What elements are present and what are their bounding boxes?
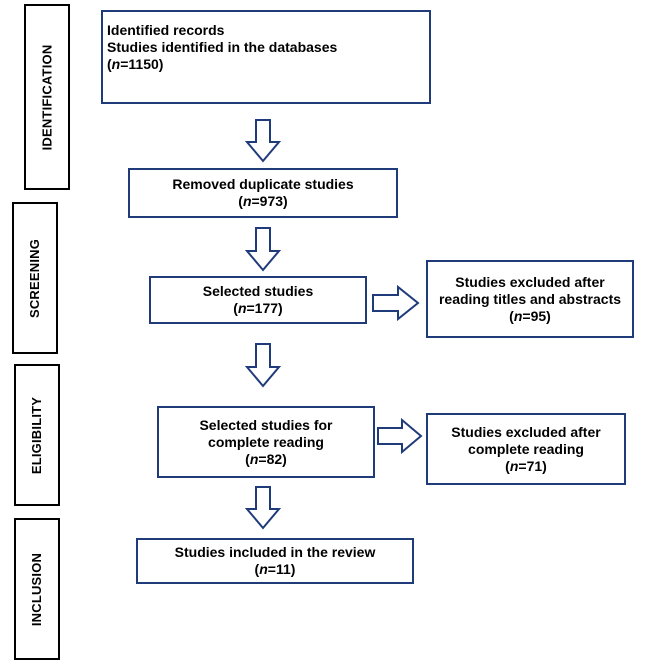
box-excluded-complete-reading: Studies excluded after complete reading … xyxy=(426,413,626,485)
excluded-complete-line1: Studies excluded after xyxy=(451,423,601,440)
selected-n-value: =177 xyxy=(246,300,279,316)
excluded-titles-n: n xyxy=(513,307,523,324)
included-title: Studies included in the review xyxy=(174,544,376,560)
box-selected-studies: Selected studies (n=177) xyxy=(149,276,367,324)
box-excluded-titles-abstracts: Studies excluded after reading titles an… xyxy=(426,260,634,338)
included-n: n xyxy=(259,561,268,577)
duplicates-n-value: =973 xyxy=(251,193,284,209)
phase-screening: SCREENING xyxy=(12,202,58,354)
identified-n: n xyxy=(111,56,121,72)
included-count: (n=11) xyxy=(254,561,296,577)
arrow-right-to-excluded-complete xyxy=(377,417,423,455)
duplicates-count: (n=973) xyxy=(238,193,288,209)
excluded-titles-line2: reading titles and abstracts xyxy=(438,290,622,307)
duplicates-title: Removed duplicate studies xyxy=(172,176,354,192)
complete-reading-line1: Selected studies for xyxy=(199,416,333,433)
box-removed-duplicates: Removed duplicate studies (n=973) xyxy=(128,168,398,218)
box-identified-records: Identified records Studies identified in… xyxy=(101,10,431,104)
excluded-complete-count: (n=71) xyxy=(505,457,547,474)
identified-line2: Studies identified in the databases xyxy=(107,39,338,55)
arrow-down-duplicates-to-selected xyxy=(244,227,282,272)
excluded-titles-n-value: =95 xyxy=(522,307,547,324)
selected-count: (n=177) xyxy=(233,300,283,316)
selected-title: Selected studies xyxy=(202,283,314,299)
box-complete-reading: Selected studies for complete reading (n… xyxy=(157,406,375,478)
box-included-review: Studies included in the review (n=11) xyxy=(136,538,414,584)
identified-count: (n=1150) xyxy=(107,56,164,72)
excluded-complete-n: n xyxy=(509,457,519,474)
identified-n-value: =1150 xyxy=(120,56,159,72)
excluded-complete-n-value: =71 xyxy=(518,457,543,474)
excluded-titles-line1: Studies excluded after xyxy=(455,273,605,290)
complete-reading-count: (n=82) xyxy=(245,450,287,467)
phase-inclusion: INCLUSION xyxy=(14,518,60,660)
duplicates-n: n xyxy=(242,193,252,209)
excluded-complete-line2: complete reading xyxy=(468,440,584,457)
arrow-down-identified-to-duplicates xyxy=(244,119,282,163)
excluded-titles-count: (n=95) xyxy=(509,307,551,324)
complete-reading-line2: complete reading xyxy=(208,433,324,450)
complete-reading-n-value: =82 xyxy=(258,450,283,467)
arrow-down-selected-to-complete-reading xyxy=(244,343,282,388)
identified-line1: Identified records xyxy=(107,22,225,38)
included-n-value: =11 xyxy=(267,561,291,577)
arrow-down-complete-reading-to-included xyxy=(244,486,282,530)
phase-identification: IDENTIFICATION xyxy=(24,4,70,190)
phase-eligibility: ELIGIBILITY xyxy=(14,364,60,506)
selected-n: n xyxy=(237,300,247,316)
complete-reading-n: n xyxy=(249,450,259,467)
arrow-right-to-excluded-titles xyxy=(372,284,420,322)
